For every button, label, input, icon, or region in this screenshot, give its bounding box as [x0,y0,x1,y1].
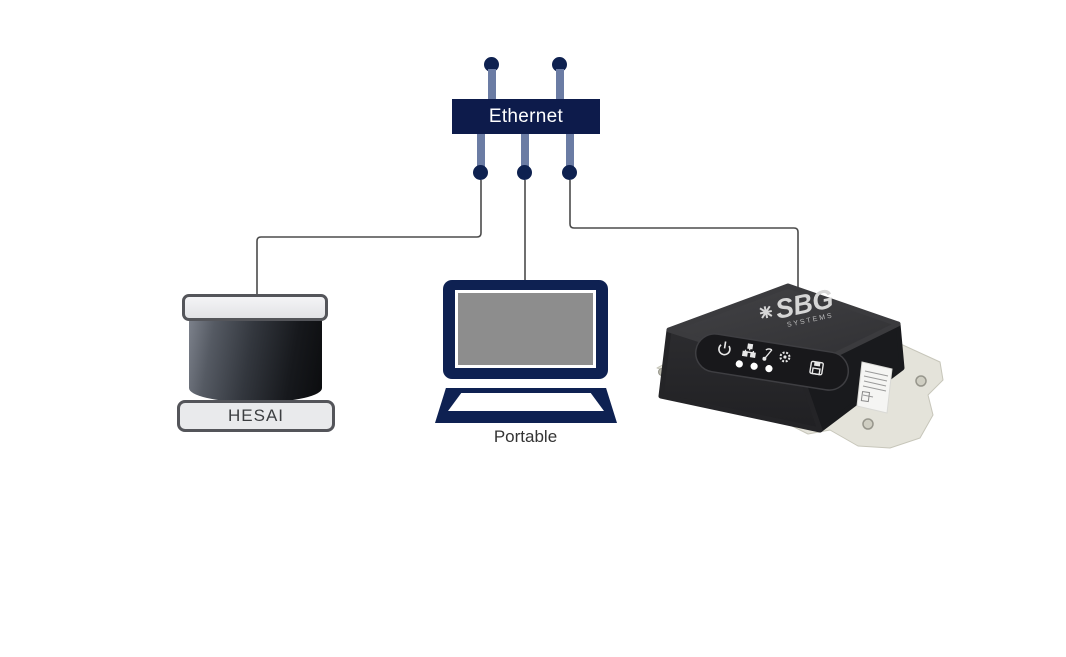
bottom-port-dot-1 [473,165,488,180]
network-icon [741,343,756,358]
top-port-stem-1 [488,69,496,99]
save-icon [809,360,824,376]
sbg-ins-unit: SBG SYSTEMS [656,283,944,449]
led-dot [735,360,743,368]
bottom-port-stem-1 [477,134,485,168]
lidar-label: HESAI [227,406,285,425]
top-port-stem-2 [556,69,564,99]
sbg-starburst-icon [759,305,773,319]
antenna-icon [762,348,773,361]
bottom-port-stem-3 [566,134,574,168]
laptop-label: Portable [493,427,558,446]
power-icon [718,341,731,356]
status-leds [735,360,773,373]
led-dot [765,365,773,373]
top-port-dot-2 [552,57,567,72]
led-dot [750,362,758,370]
ins-status-panel [694,333,850,391]
gear-icon [779,351,791,363]
top-port-dot-1 [484,57,499,72]
ethernet-label: Ethernet [488,105,564,127]
laptop-keyboard-inner [448,393,604,411]
ethernet-switch: Ethernet [452,99,600,134]
certification-label [856,361,893,414]
lidar-base: HESAI [177,400,335,432]
lidar-cylinder [189,316,322,402]
mounting-hole [862,418,874,430]
lidar-top-cap [182,294,328,321]
mounting-hole [915,375,927,387]
bottom-port-stem-2 [521,134,529,168]
bottom-port-dot-2 [517,165,532,180]
bottom-port-dot-3 [562,165,577,180]
laptop-display [455,290,596,368]
